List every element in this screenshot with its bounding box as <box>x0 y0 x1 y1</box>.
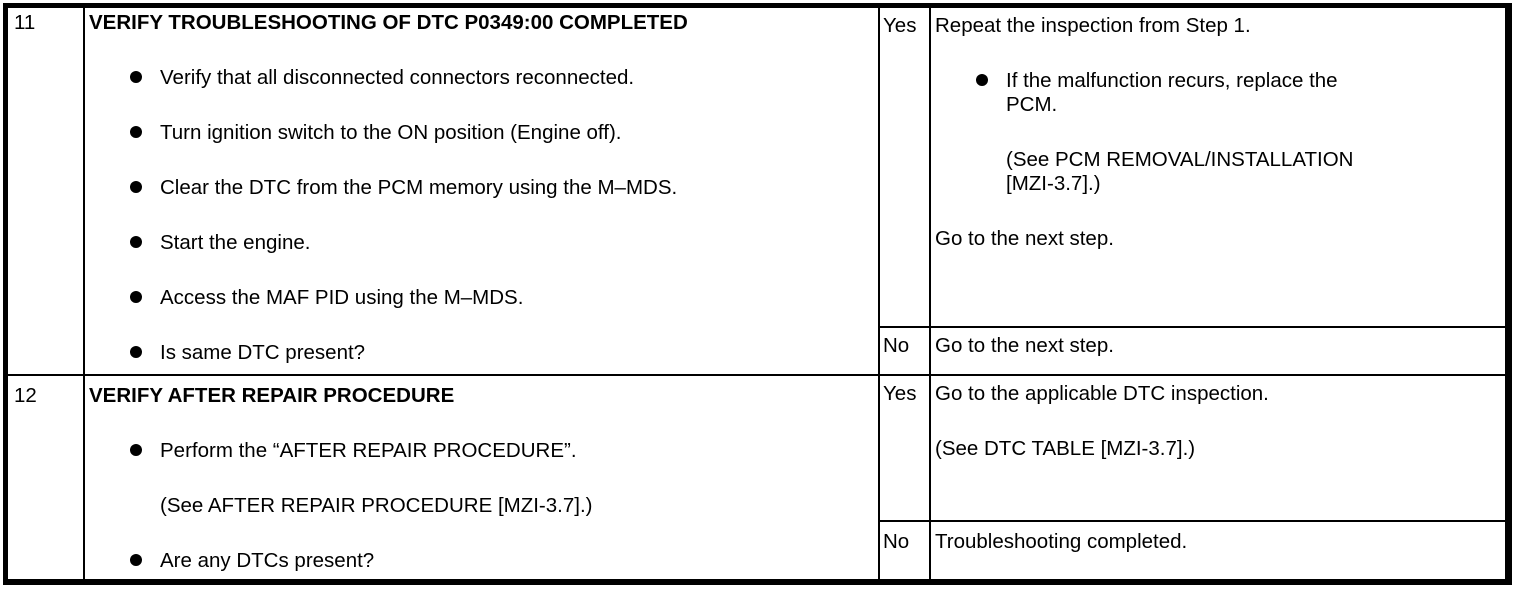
no-action-cell: Troubleshooting completed. <box>929 520 1505 579</box>
troubleshooting-table: 11 VERIFY TROUBLESHOOTING OF DTC P0349:0… <box>3 3 1512 585</box>
action-paragraph: Go to the applicable DTC inspection. <box>935 382 1269 405</box>
bullet-icon <box>130 181 142 193</box>
inspection-title: VERIFY TROUBLESHOOTING OF DTC P0349:00 C… <box>89 11 688 34</box>
action-paragraph: Troubleshooting completed. <box>935 530 1188 553</box>
bullet-icon <box>976 74 988 86</box>
bullet-text: Access the MAF PID using the M–MDS. <box>160 286 524 309</box>
reference-paragraph: (See DTC TABLE [MZI-3.7].) <box>935 437 1196 460</box>
bullet-item: Access the MAF PID using the M–MDS. <box>89 286 868 310</box>
yes-label-cell: Yes <box>878 8 929 326</box>
reference-paragraph: (See PCM REMOVAL/INSTALLATION [MZI-3.7].… <box>1006 148 1354 195</box>
bullet-item: Is same DTC present? <box>89 341 868 365</box>
action-paragraph: Go to the next step. <box>935 334 1114 357</box>
action-paragraph: Repeat the inspection from Step 1. <box>935 14 1251 37</box>
bullet-icon <box>130 346 142 358</box>
bullet-text: Start the engine. <box>160 231 311 254</box>
bullet-icon <box>130 236 142 248</box>
yes-action-cell: Go to the applicable DTC inspection. (Se… <box>929 374 1505 520</box>
bullet-text: Are any DTCs present? <box>160 549 375 572</box>
bullet-text: Perform the “AFTER REPAIR PROCEDURE”. <box>160 439 577 462</box>
bullet-item: Verify that all disconnected connectors … <box>89 66 868 90</box>
yes-label-cell: Yes <box>878 374 929 520</box>
bullet-icon <box>130 554 142 566</box>
bullet-icon <box>130 126 142 138</box>
bullet-icon <box>130 444 142 456</box>
bullet-text: If the malfunction recurs, replace the P… <box>1006 69 1338 116</box>
action-paragraph: Go to the next step. <box>935 227 1114 250</box>
inspection-cell: VERIFY AFTER REPAIR PROCEDURE Perform th… <box>83 374 878 579</box>
yes-action-cell: Repeat the inspection from Step 1. If th… <box>929 8 1505 326</box>
bullet-item: Perform the “AFTER REPAIR PROCEDURE”. <box>89 439 868 463</box>
step-number-cell: 12 <box>8 374 83 579</box>
inspection-cell: VERIFY TROUBLESHOOTING OF DTC P0349:00 C… <box>83 8 878 374</box>
bullet-text: Turn ignition switch to the ON position … <box>160 121 622 144</box>
bullet-item: Start the engine. <box>89 231 868 255</box>
bullet-text: Verify that all disconnected connectors … <box>160 66 635 89</box>
bullet-item: Are any DTCs present? <box>89 549 868 573</box>
no-action-cell: Go to the next step. <box>929 326 1505 374</box>
bullet-text: Clear the DTC from the PCM memory using … <box>160 176 678 199</box>
no-label-cell: No <box>878 326 929 374</box>
no-label-cell: No <box>878 520 929 579</box>
inspection-title: VERIFY AFTER REPAIR PROCEDURE <box>89 384 455 407</box>
bullet-item: If the malfunction recurs, replace the P… <box>935 69 1499 117</box>
bullet-item: Clear the DTC from the PCM memory using … <box>89 176 868 200</box>
bullet-icon <box>130 71 142 83</box>
bullet-text: Is same DTC present? <box>160 341 366 364</box>
reference-paragraph: (See AFTER REPAIR PROCEDURE [MZI-3.7].) <box>160 494 593 517</box>
bullet-item: Turn ignition switch to the ON position … <box>89 121 868 145</box>
step-number-cell: 11 <box>14 11 36 34</box>
bullet-icon <box>130 291 142 303</box>
